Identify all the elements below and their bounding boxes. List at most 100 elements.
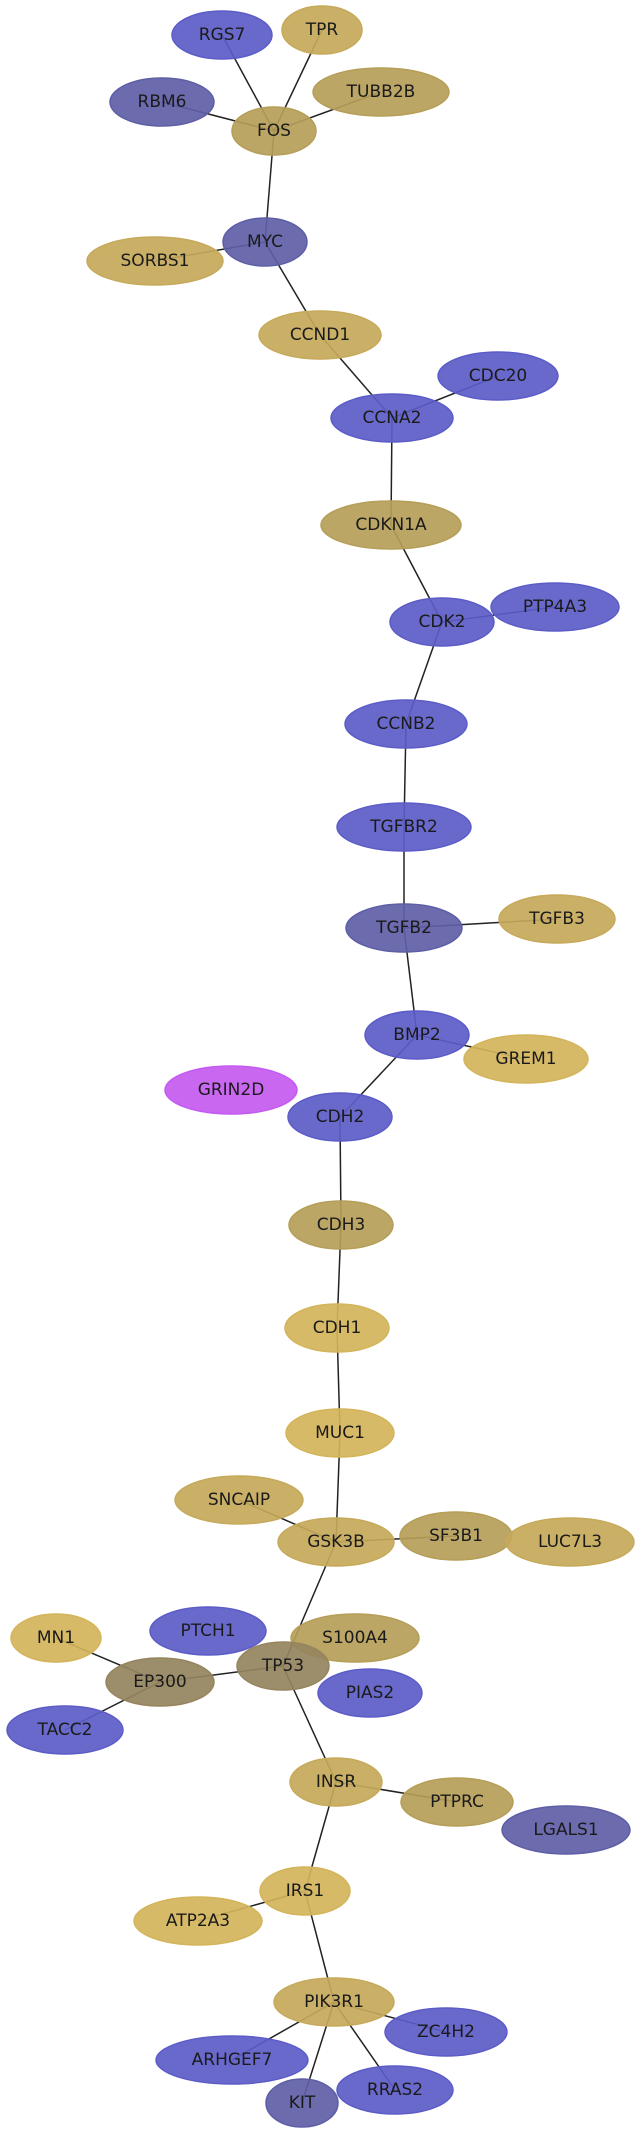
node-label: PTCH1	[180, 1621, 235, 1641]
node-ellipse	[288, 1200, 394, 1250]
node-ellipse	[6, 1705, 124, 1755]
node-ellipse	[384, 2007, 508, 2057]
node-label: KIT	[289, 2093, 316, 2113]
node-pias2[interactable]: PIAS2	[317, 1668, 423, 1718]
node-ellipse	[344, 699, 468, 749]
node-tgfb2[interactable]: TGFB2	[345, 903, 463, 953]
node-rbm6[interactable]: RBM6	[109, 77, 215, 127]
node-label: BMP2	[393, 1025, 440, 1045]
node-label: RBM6	[138, 92, 187, 112]
node-cdkn1a[interactable]: CDKN1A	[320, 500, 462, 550]
node-label: TUBB2B	[346, 82, 416, 102]
node-rras2[interactable]: RRAS2	[336, 2065, 454, 2115]
node-ellipse	[345, 903, 463, 953]
node-sf3b1[interactable]: SF3B1	[399, 1511, 513, 1561]
node-label: TPR	[305, 20, 339, 40]
node-ccna2[interactable]: CCNA2	[330, 393, 454, 443]
node-label: TGFB3	[528, 909, 585, 929]
node-ellipse	[312, 67, 450, 117]
node-cdk2[interactable]: CDK2	[389, 597, 495, 647]
node-ellipse	[284, 1303, 390, 1353]
node-sorbs1[interactable]: SORBS1	[86, 236, 224, 286]
node-bmp2[interactable]: BMP2	[364, 1010, 470, 1060]
node-insr[interactable]: INSR	[289, 1757, 383, 1807]
node-myc[interactable]: MYC	[222, 217, 308, 267]
node-pik3r1[interactable]: PIK3R1	[273, 1977, 395, 2027]
node-label: CDC20	[469, 366, 527, 386]
node-label: FOS	[257, 121, 291, 141]
node-label: CCND1	[290, 325, 350, 345]
node-rgs7[interactable]: RGS7	[171, 10, 273, 60]
node-label: CCNB2	[377, 714, 436, 734]
node-ellipse	[400, 1777, 514, 1827]
node-cdh3[interactable]: CDH3	[288, 1200, 394, 1250]
node-tubb2b[interactable]: TUBB2B	[312, 67, 450, 117]
node-tp53[interactable]: TP53	[236, 1641, 330, 1691]
node-ellipse	[463, 1034, 589, 1084]
node-label: CDKN1A	[355, 515, 427, 535]
node-lgals1[interactable]: LGALS1	[501, 1805, 631, 1855]
node-ellipse	[259, 1866, 351, 1916]
node-ellipse	[285, 1408, 395, 1458]
node-ellipse	[277, 1517, 395, 1567]
node-label: PIAS2	[346, 1683, 395, 1703]
node-grem1[interactable]: GREM1	[463, 1034, 589, 1084]
node-fos[interactable]: FOS	[231, 106, 317, 156]
node-gsk3b[interactable]: GSK3B	[277, 1517, 395, 1567]
node-cdh1[interactable]: CDH1	[284, 1303, 390, 1353]
node-muc1[interactable]: MUC1	[285, 1408, 395, 1458]
node-label: RRAS2	[367, 2080, 423, 2100]
node-label: CDH3	[317, 1215, 366, 1235]
node-label: MUC1	[315, 1423, 365, 1443]
node-ellipse	[164, 1065, 298, 1115]
node-ellipse	[437, 351, 559, 401]
node-label: MYC	[247, 232, 283, 252]
node-label: INSR	[316, 1772, 357, 1792]
node-label: IRS1	[286, 1881, 324, 1901]
node-arhgef7[interactable]: ARHGEF7	[155, 2035, 309, 2085]
node-kit[interactable]: KIT	[265, 2078, 339, 2128]
node-ccnd1[interactable]: CCND1	[258, 310, 382, 360]
node-zc4h2[interactable]: ZC4H2	[384, 2007, 508, 2057]
node-ellipse	[320, 500, 462, 550]
node-ellipse	[498, 894, 616, 944]
node-label: GREM1	[495, 1049, 556, 1069]
node-ptprc[interactable]: PTPRC	[400, 1777, 514, 1827]
node-ellipse	[149, 1606, 267, 1656]
node-s100a4[interactable]: S100A4	[290, 1613, 420, 1663]
node-ellipse	[289, 1757, 383, 1807]
node-tacc2[interactable]: TACC2	[6, 1705, 124, 1755]
node-label: S100A4	[322, 1628, 388, 1648]
node-label: TACC2	[37, 1720, 93, 1740]
node-irs1[interactable]: IRS1	[259, 1866, 351, 1916]
node-ellipse	[265, 2078, 339, 2128]
node-label: TP53	[261, 1656, 304, 1676]
node-label: ATP2A3	[166, 1911, 230, 1931]
node-ellipse	[273, 1977, 395, 2027]
node-ellipse	[231, 106, 317, 156]
node-sncaip[interactable]: SNCAIP	[174, 1475, 304, 1525]
node-ellipse	[281, 5, 363, 55]
node-label: LUC7L3	[538, 1532, 602, 1552]
node-ptch1[interactable]: PTCH1	[149, 1606, 267, 1656]
node-tgfb3[interactable]: TGFB3	[498, 894, 616, 944]
node-mn1[interactable]: MN1	[10, 1613, 102, 1663]
node-ccnb2[interactable]: CCNB2	[344, 699, 468, 749]
node-atp2a3[interactable]: ATP2A3	[133, 1896, 263, 1946]
node-ellipse	[317, 1668, 423, 1718]
node-ep300[interactable]: EP300	[105, 1657, 215, 1707]
node-ellipse	[109, 77, 215, 127]
node-ptp4a3[interactable]: PTP4A3	[490, 582, 620, 632]
node-grin2d[interactable]: GRIN2D	[164, 1065, 298, 1115]
node-tgfbr2[interactable]: TGFBR2	[336, 802, 472, 852]
node-ellipse	[86, 236, 224, 286]
node-luc7l3[interactable]: LUC7L3	[505, 1517, 635, 1567]
node-label: SORBS1	[121, 251, 190, 271]
node-ellipse	[287, 1092, 393, 1142]
node-label: PTP4A3	[523, 597, 587, 617]
node-tpr[interactable]: TPR	[281, 5, 363, 55]
node-label: SNCAIP	[208, 1490, 270, 1510]
node-cdc20[interactable]: CDC20	[437, 351, 559, 401]
node-cdh2[interactable]: CDH2	[287, 1092, 393, 1142]
node-label: CCNA2	[363, 408, 422, 428]
